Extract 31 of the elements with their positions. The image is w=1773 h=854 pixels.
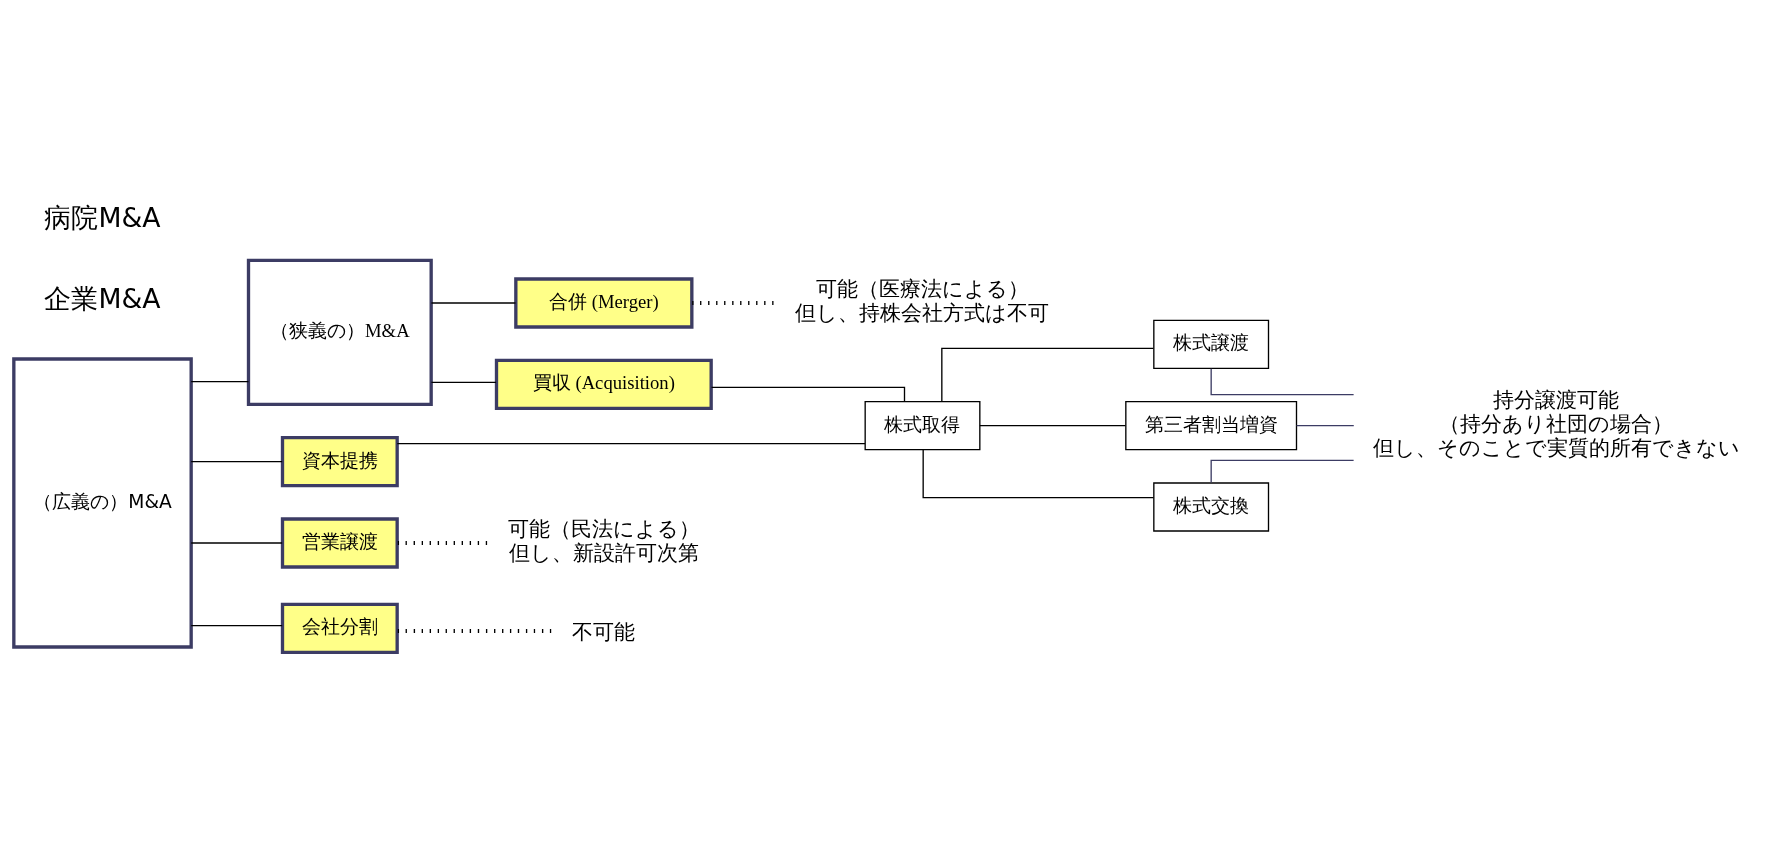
connector — [396, 443, 866, 445]
node-text: 可能（民法による） 但し、新設許可次第 — [507, 516, 700, 566]
connector — [397, 629, 554, 633]
connector — [190, 542, 283, 544]
connector — [1295, 425, 1355, 427]
node-box: 資本提携 — [280, 436, 399, 488]
node-text: 持分譲渡可能 （持分あり社団の場合） 但し、そのことで実質的所有できない — [1373, 386, 1740, 460]
connector — [941, 347, 1155, 403]
connector — [979, 425, 1127, 427]
connector — [922, 449, 1155, 499]
connector — [1210, 368, 1355, 396]
node-text: 不可能 — [572, 618, 636, 644]
node-text: 可能（医療法による） 但し、持株会社方式は不可 — [795, 276, 1050, 326]
connector — [190, 461, 283, 463]
connector — [190, 625, 283, 627]
connector — [430, 302, 517, 304]
label: 病院M&A — [44, 202, 161, 233]
node-box: （狭義の）M&A — [246, 258, 433, 406]
node-box: 株式取得 — [864, 401, 981, 451]
connector — [710, 386, 906, 402]
node-box: 第三者割当増資 — [1125, 401, 1298, 451]
node-box: 買収 (Acquisition) — [494, 358, 713, 410]
node-box: 会社分割 — [280, 602, 399, 654]
node-box: 株式譲渡 — [1153, 319, 1270, 369]
connector — [190, 381, 250, 383]
connector — [430, 381, 497, 383]
node-box: 営業譲渡 — [280, 517, 399, 569]
node-box: 株式交換 — [1153, 482, 1270, 532]
label: 企業M&A — [44, 283, 161, 315]
node-box: （広義の）M&A — [12, 357, 193, 649]
node-box: 合併 (Merger) — [514, 277, 694, 329]
